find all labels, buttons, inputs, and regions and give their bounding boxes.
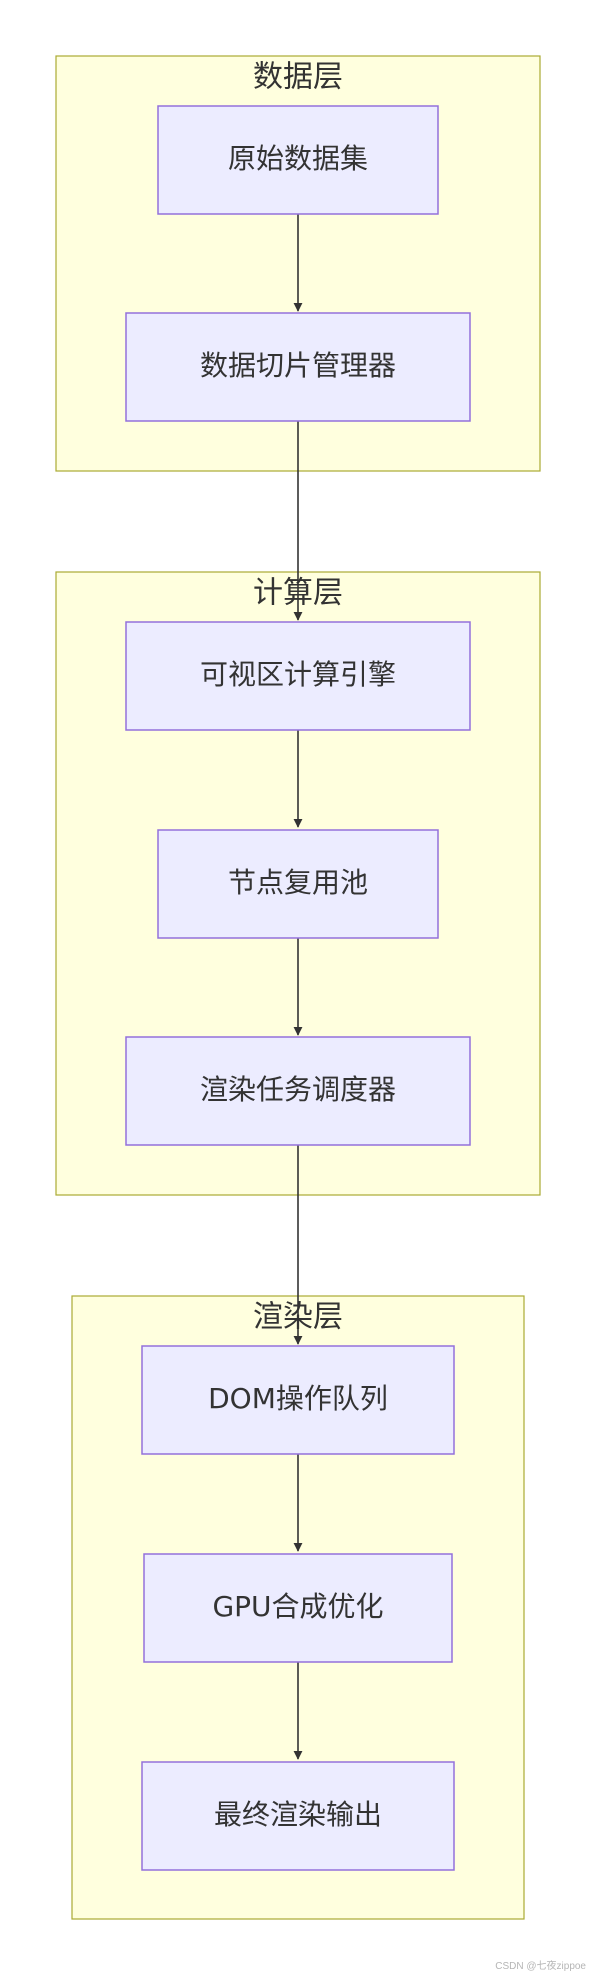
- node-label: GPU合成优化: [212, 1590, 383, 1623]
- node-label: 节点复用池: [228, 866, 368, 899]
- node-label: 可视区计算引擎: [200, 658, 396, 691]
- node-label: DOM操作队列: [208, 1382, 388, 1415]
- node-dom-queue: DOM操作队列: [141, 1345, 455, 1455]
- node-label: 最终渲染输出: [214, 1798, 382, 1831]
- node-final-output: 最终渲染输出: [141, 1761, 455, 1871]
- node-label: 原始数据集: [228, 142, 368, 175]
- node-gpu-compositing: GPU合成优化: [143, 1553, 453, 1663]
- node-slice-manager: 数据切片管理器: [125, 312, 471, 422]
- watermark: CSDN @七夜zippoe: [495, 1961, 586, 1972]
- node-render-scheduler: 渲染任务调度器: [125, 1036, 471, 1146]
- node-viewport-engine: 可视区计算引擎: [125, 621, 471, 731]
- node-reuse-pool: 节点复用池: [157, 829, 439, 939]
- cluster-title-data-layer: 数据层: [253, 60, 343, 95]
- node-raw-dataset: 原始数据集: [157, 105, 439, 215]
- node-label: 数据切片管理器: [200, 349, 396, 382]
- node-label: 渲染任务调度器: [200, 1073, 396, 1106]
